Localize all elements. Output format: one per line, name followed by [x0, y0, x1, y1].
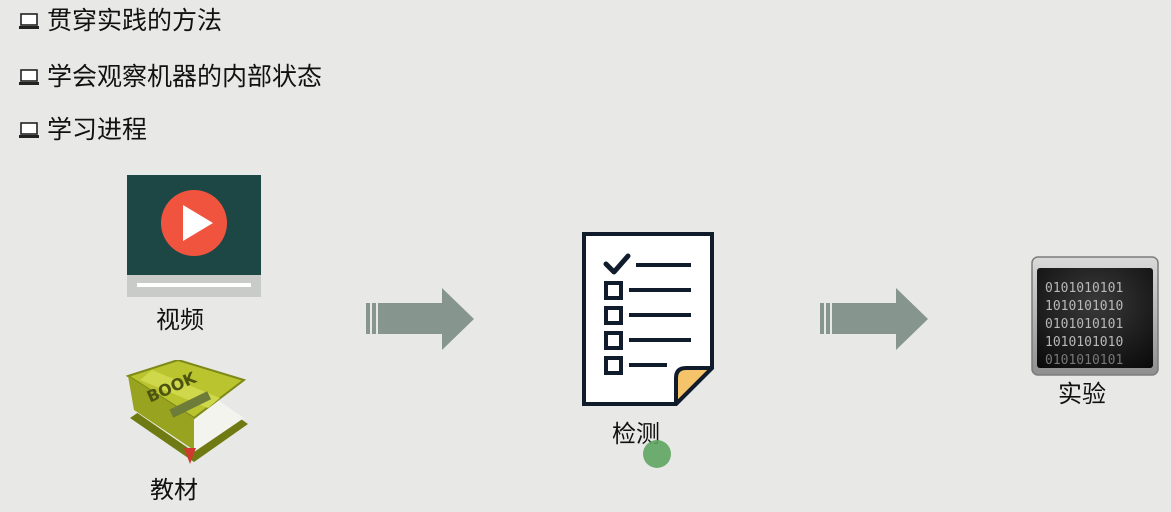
book-icon: BOOK: [125, 360, 248, 464]
video-label: 视频: [156, 306, 204, 334]
video-player-icon: [127, 175, 261, 297]
bullet-item: 贯穿实践的方法: [18, 6, 222, 36]
bullet-text: 学会观察机器的内部状态: [47, 62, 323, 91]
laptop-icon: [19, 13, 39, 29]
bullet-item: 学会观察机器的内部状态: [18, 62, 322, 92]
cursor-dot: [643, 440, 671, 468]
screen-line: 0101010101: [1045, 353, 1123, 368]
bullet-text: 贯穿实践的方法: [47, 6, 223, 35]
experiment-label: 实验: [1058, 380, 1106, 408]
arrow-right-icon: [366, 288, 474, 350]
arrow-right-icon: [820, 288, 928, 350]
screen-line: 0101010101: [1045, 281, 1123, 296]
binary-screen-icon: 0101010101 1010101010 0101010101 1010101…: [1031, 256, 1159, 376]
bullet-text: 学习进程: [47, 115, 148, 144]
laptop-icon: [19, 69, 39, 85]
screen-line: 0101010101: [1045, 317, 1123, 332]
bullet-item: 学习进程: [18, 115, 147, 145]
textbook-label: 教材: [150, 476, 198, 504]
screen-line: 1010101010: [1045, 299, 1123, 314]
screen-line: 1010101010: [1045, 335, 1123, 350]
checklist-icon: [582, 232, 714, 406]
laptop-icon: [19, 122, 39, 138]
